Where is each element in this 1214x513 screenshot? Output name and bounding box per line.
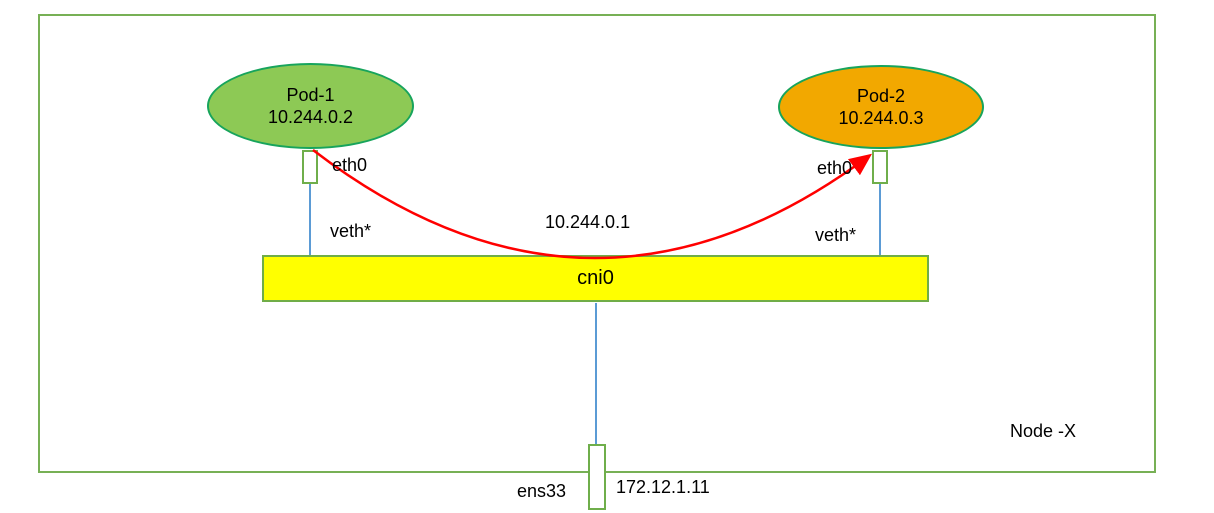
pod-2-eth0-port — [872, 150, 888, 184]
node-name-label: Node -X — [1010, 421, 1077, 441]
pod-2-ellipse: Pod-2 10.244.0.3 — [778, 65, 984, 149]
pod-1-name: Pod-1 — [286, 84, 335, 105]
pod-2-name: Pod-2 — [856, 85, 906, 106]
pod-1-eth0-port — [302, 150, 318, 184]
pod-2-veth-link — [879, 182, 881, 256]
node-boundary-box — [38, 14, 1156, 473]
pod-1-ip: 10.244.0.2 — [267, 107, 354, 127]
bridge-uplink — [595, 303, 597, 444]
cni0-bridge-bar: cni0 — [262, 255, 929, 302]
bridge-ip-label: 10.244.0.1 — [545, 212, 631, 232]
ens33-port — [588, 444, 606, 510]
pod-2-ip: 10.244.0.3 — [838, 108, 924, 128]
pod-1-eth0-label: eth0 — [332, 155, 368, 175]
pod-1-veth-link — [309, 182, 311, 256]
cni0-bridge-label: cni0 — [577, 267, 614, 289]
ens33-label: ens33 — [517, 481, 567, 501]
pod-1-veth-label: veth* — [330, 221, 372, 241]
pod-1-ellipse: Pod-1 10.244.0.2 — [207, 63, 414, 149]
pod-2-eth0-label: eth0 — [817, 158, 853, 178]
pod-2-veth-label: veth* — [815, 225, 857, 245]
host-ip-label: 172.12.1.11 — [616, 477, 710, 497]
